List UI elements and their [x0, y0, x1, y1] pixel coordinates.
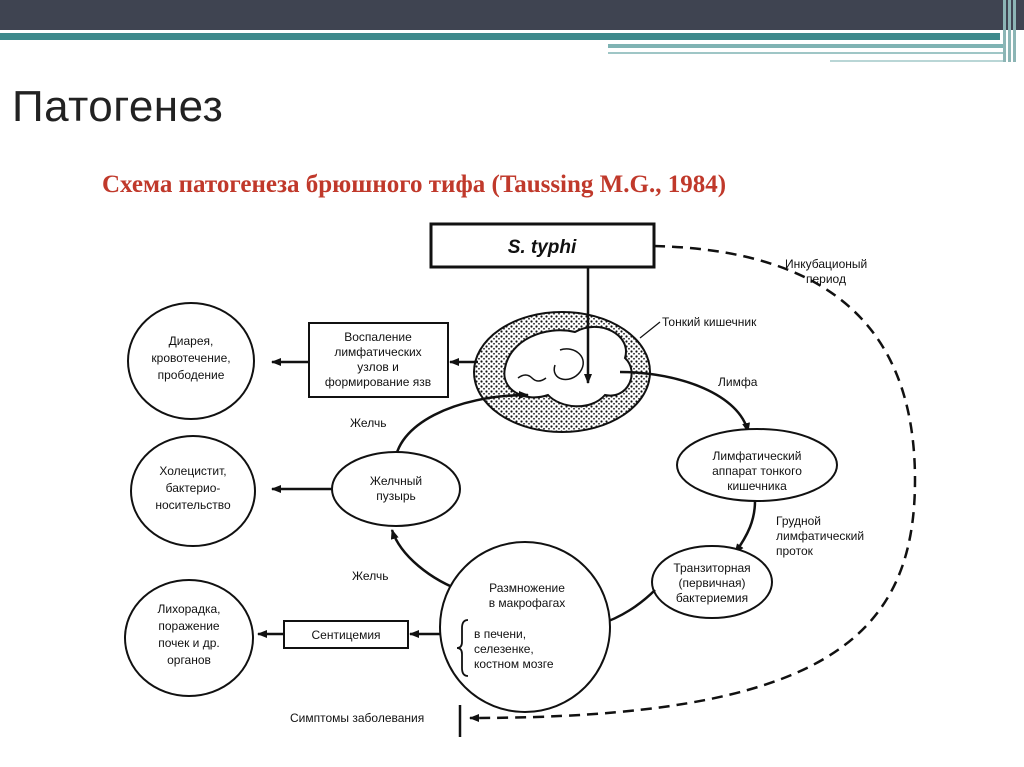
small-intestine — [473, 311, 651, 433]
reproduction-site-2: селезенке, — [474, 642, 534, 656]
lymph-label: Лимфа — [718, 375, 758, 389]
cholecystitis-outcome-circle: Холецистит, бактерио- носительство — [130, 435, 256, 547]
small-intestine-label: Тонкий кишечник — [662, 315, 757, 329]
fever-line-2: поражение — [158, 619, 220, 633]
accent-vertical-bar — [1003, 0, 1006, 62]
inflammation-line-2: лимфатических — [334, 345, 421, 359]
thoracic-duct-line-1: Грудной — [776, 514, 821, 528]
lymph-arrow — [619, 370, 750, 433]
bacteremia-line-3: бактериемия — [676, 591, 748, 605]
reproduction-circle: Размножение в макрофагах в печени, селез… — [439, 541, 611, 713]
accent-stripe — [0, 33, 1000, 40]
accent-vertical-bar — [1013, 0, 1016, 62]
septicemia-box: Сентицемия — [283, 620, 409, 649]
accent-vertical-bar — [1008, 0, 1011, 62]
bacteremia-line-1: Транзиторная — [673, 561, 750, 575]
diarrhea-line-3: прободение — [158, 368, 225, 382]
incubation-path — [469, 244, 917, 722]
diarrhea-line-1: Диарея, — [169, 334, 214, 348]
thoracic-duct-arrow — [733, 500, 757, 554]
bacteremia-line-2: (первичная) — [679, 576, 746, 590]
gallbladder-ellipse: Желчный пузырь — [331, 451, 461, 527]
thoracic-duct-line-3: проток — [776, 544, 814, 558]
thoracic-duct-line-2: лимфатический — [776, 529, 864, 543]
gallbladder-line-2: пузырь — [376, 489, 416, 503]
fever-line-4: органов — [167, 653, 211, 667]
lymph-apparatus-line-3: кишечника — [727, 479, 787, 493]
diagram-title: Схема патогенеза брюшного тифа (Taussing… — [102, 171, 727, 198]
diarrhea-outcome-circle: Диарея, кровотечение, прободение — [127, 302, 255, 420]
septicemia-label: Сентицемия — [311, 628, 380, 642]
incubation-label-2: период — [806, 272, 846, 286]
inflammation-line-3: узлов и — [357, 360, 399, 374]
diarrhea-line-2: кровотечение, — [151, 351, 230, 365]
inflammation-box: Воспаление лимфатических узлов и формиро… — [308, 322, 449, 398]
bile-label-top: Желчь — [350, 416, 386, 430]
bile-label-bottom: Желчь — [352, 569, 388, 583]
fever-line-1: Лихорадка, — [158, 602, 221, 616]
lymph-apparatus-line-1: Лимфатический — [713, 449, 802, 463]
gallbladder-line-1: Желчный — [370, 474, 422, 488]
cholecystitis-line-2: бактерио- — [166, 481, 221, 495]
reproduction-site-3: костном мозге — [474, 657, 554, 671]
fever-outcome-circle: Лихорадка, поражение почек и др. органов — [124, 579, 254, 697]
lymph-apparatus-ellipse: Лимфатический аппарат тонкого кишечника — [676, 428, 838, 502]
reproduction-site-1: в печени, — [474, 627, 526, 641]
symptoms-label: Симптомы заболевания — [290, 711, 424, 725]
page-title: Патогенез — [12, 82, 224, 131]
bacteremia-circle: Транзиторная (первичная) бактериемия — [651, 545, 773, 619]
s-typhi-box: S. typhi — [429, 222, 656, 269]
accent-stripe-thin — [830, 60, 1003, 62]
inflammation-line-4: формирование язв — [325, 375, 431, 389]
inflammation-line-1: Воспаление — [344, 330, 412, 344]
reproduction-line-1: Размножение — [489, 581, 565, 595]
top-bar — [0, 0, 1024, 30]
s-typhi-label: S. typhi — [508, 237, 577, 258]
sites-bracket — [456, 619, 469, 677]
incubation-label-1: Инкубационый — [785, 257, 867, 271]
cholecystitis-line-1: Холецистит, — [159, 464, 226, 478]
lymph-apparatus-line-2: аппарат тонкого — [712, 464, 802, 478]
reproduction-line-2: в макрофагах — [489, 596, 566, 610]
accent-stripe-thin — [608, 44, 1003, 48]
cholecystitis-line-3: носительство — [155, 498, 231, 512]
accent-stripe-thin — [608, 52, 1003, 54]
fever-line-3: почек и др. — [158, 636, 219, 650]
